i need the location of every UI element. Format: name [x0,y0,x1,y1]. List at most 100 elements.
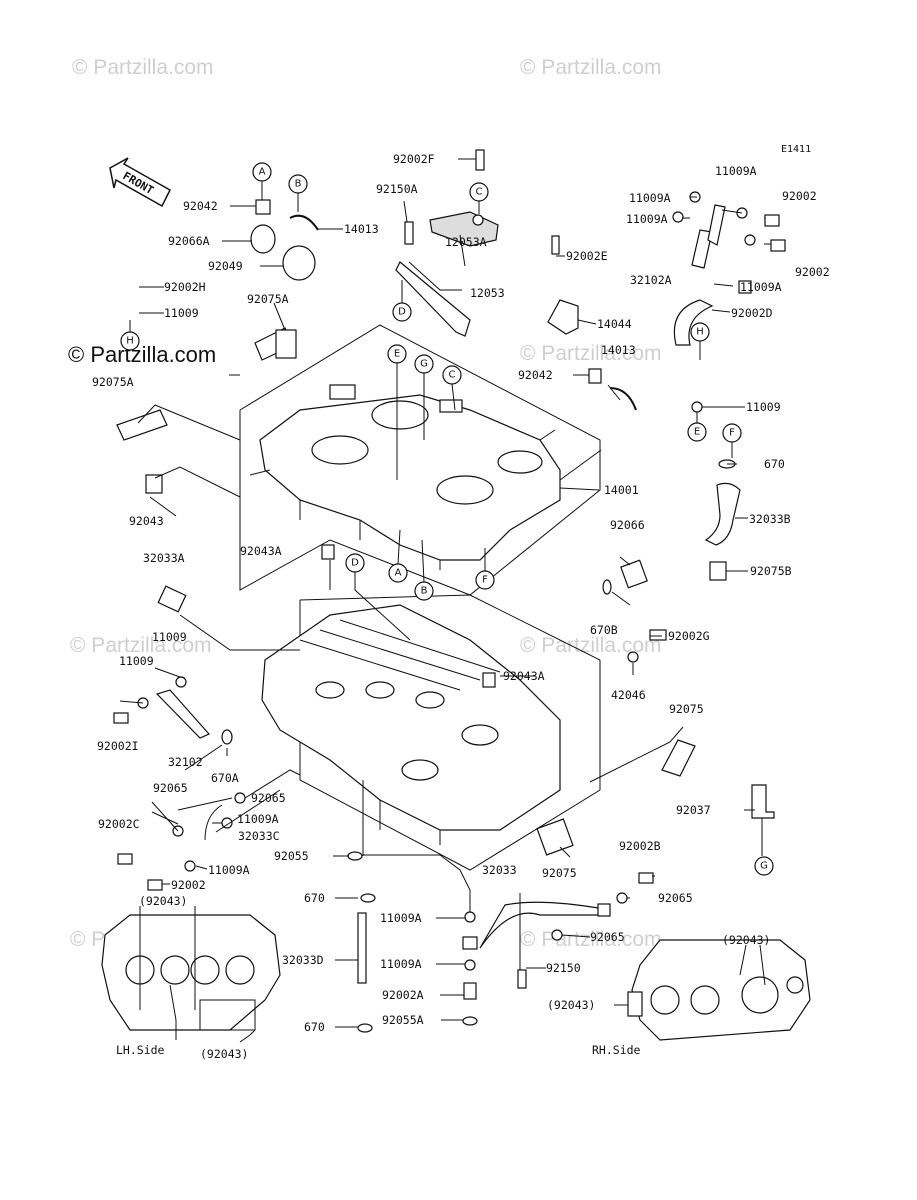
svg-text:B: B [295,179,302,190]
svg-text:A: A [395,568,402,579]
callout-g-case: G [414,354,434,440]
part-label: 92065 [658,891,693,905]
lh-side-view [101,914,281,1031]
part-label: 11009 [164,306,199,320]
part-label: 92150 [546,961,581,975]
part-label: 12053A [445,235,487,249]
svg-text:G: G [420,359,428,370]
part-label: (92043) [200,1047,248,1061]
callout-f-case: F [475,548,495,590]
part-label: 670 [304,1020,325,1034]
callout-b-case: B [414,539,434,601]
callout-c-top: C [469,182,489,214]
part-label: 92042 [518,368,553,382]
part-label: 92049 [208,259,243,273]
part-label: 14013 [344,222,379,236]
part-label: 11009A [629,191,671,205]
part-label: 32033B [749,512,791,526]
view-label-rh: RH.Side [592,1043,641,1057]
part-label: 92043A [503,669,545,683]
part-label: 12053 [470,286,505,300]
part-label: 92002B [619,839,661,853]
front-arrow-icon: FRONT [109,157,171,208]
part-label: 92075A [92,375,134,389]
part-label: 92037 [676,803,711,817]
part-label: 92002 [782,189,817,203]
part-label: 92065 [251,791,286,805]
callout-d-lower: D [345,553,411,641]
part-label: 92002A [382,988,424,1002]
part-label: 11009A [715,164,757,178]
svg-text:H: H [126,336,134,347]
svg-text:F: F [729,428,735,439]
part-label: (92043) [722,933,770,947]
watermark: © Partzilla.com [520,342,662,365]
part-label: 92065 [153,781,188,795]
part-label: 32102 [168,755,203,769]
upper-case-frame [239,324,601,596]
rh-side-view [627,939,811,1041]
part-label: 92043 [129,514,164,528]
part-label: 11009A [740,280,782,294]
part-shapes [113,149,786,1033]
part-label: 32033 [482,863,517,877]
svg-text:D: D [351,558,359,569]
watermark: © Partzilla.com [70,634,212,657]
svg-text:E: E [394,349,400,360]
part-label: 92075B [750,564,792,578]
part-label: 92002F [393,152,435,166]
view-label-lh: LH.Side [116,1043,165,1057]
part-label: 670 [764,457,785,471]
svg-text:C: C [476,187,483,198]
part-label: 670A [211,771,239,785]
part-label: 11009A [626,212,668,226]
callout-g-lower: G [754,856,774,876]
part-label: 92075 [542,866,577,880]
part-label: 92002E [566,249,608,263]
part-label: 14013 [601,343,636,357]
svg-text:B: B [421,586,428,597]
part-label: 92002 [795,265,830,279]
svg-text:E: E [694,427,700,438]
part-label: 92002 [171,878,206,892]
callout-b-top: B [288,174,308,212]
part-label: 92043A [240,544,282,558]
part-label: (92043) [139,894,187,908]
callout-d-top: D [392,280,412,322]
part-label: 92066A [168,234,210,248]
part-label: 92075 [669,702,704,716]
part-label: 92066 [610,518,645,532]
svg-text:C: C [449,370,456,381]
part-label: 92002G [668,629,710,643]
part-label: 92055A [382,1013,424,1027]
svg-text:F: F [482,575,488,586]
part-label: 670B [590,623,618,637]
callout-h-right: H [690,322,710,360]
lower-case-frame [299,594,601,871]
part-label: 92002D [731,306,773,320]
part-label: 11009A [380,957,422,971]
part-label: 14001 [604,483,639,497]
part-label: 92065 [590,930,625,944]
svg-text:D: D [398,307,406,318]
callout-h-left: H [120,320,140,351]
watermark: © Partzilla.com [520,634,662,657]
part-label: 92002H [164,280,206,294]
part-label: 92075A [247,292,289,306]
part-label: 11009 [746,400,781,414]
part-label: 42046 [611,688,646,702]
part-label: 92042 [183,199,218,213]
diagram-code: E1411 [781,144,811,155]
svg-text:H: H [696,327,704,338]
part-label: 670 [304,891,325,905]
part-label: 11009 [119,654,154,668]
callout-c-case: C [442,365,462,411]
lower-crankcase [261,604,561,845]
callout-a-top: A [252,162,272,200]
svg-text:G: G [760,861,768,872]
part-label: 11009 [152,630,187,644]
part-label: (92043) [547,998,595,1012]
callout-e-right: E [687,412,707,442]
part-label: 32033C [238,829,280,843]
part-label: 14044 [597,317,632,331]
